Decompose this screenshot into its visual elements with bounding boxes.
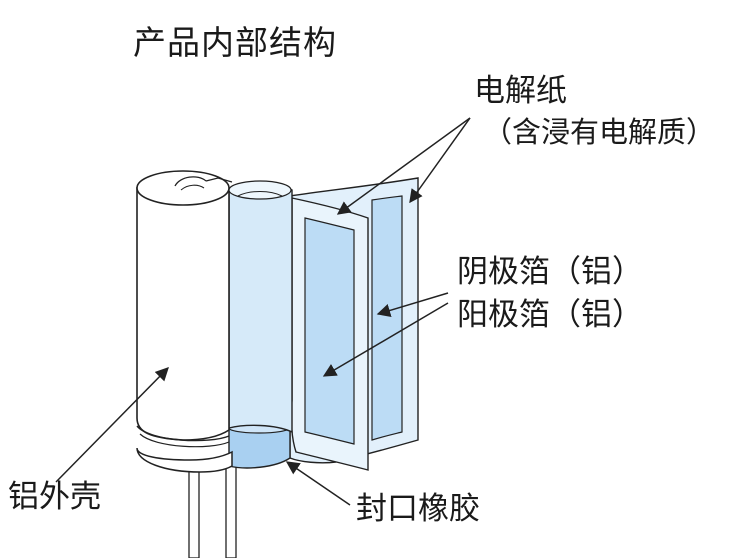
element-roll-cutaway: [228, 182, 293, 434]
cathode-foil: [371, 195, 403, 441]
label-aluminum-case: 铝外壳: [8, 479, 101, 515]
leader-lines: [55, 117, 471, 506]
lead-wires: [188, 465, 237, 558]
page-title: 产品内部结构: [133, 23, 337, 62]
label-rubber-seal: 封口橡胶: [356, 491, 480, 527]
label-electrolytic-paper: 电解纸: [474, 73, 567, 109]
label-electrolytic-paper-note: （含浸有电解质）: [483, 115, 716, 149]
aluminum-case: [136, 170, 233, 473]
anode-foil: [304, 217, 355, 445]
label-cathode-foil: 阴极箔（铝）: [457, 254, 643, 290]
label-anode-foil: 阳极箔（铝）: [457, 297, 643, 333]
